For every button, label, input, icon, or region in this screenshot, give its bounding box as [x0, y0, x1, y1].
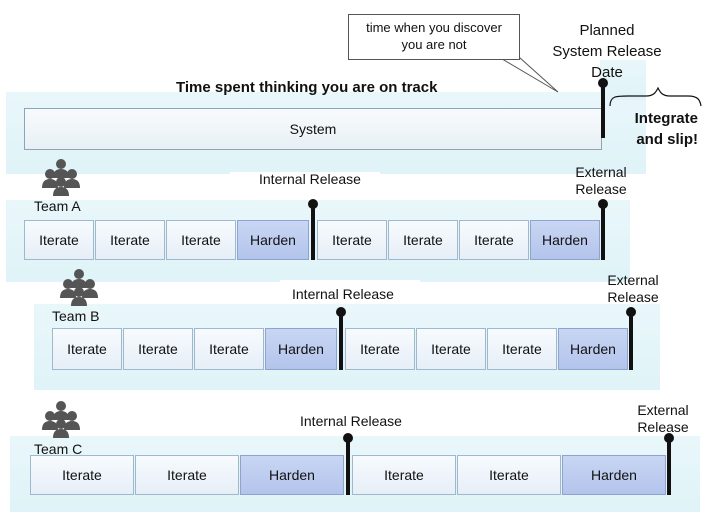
team-a-internal-release: Internal Release: [259, 171, 361, 187]
callout-box: time when you discover you are not: [348, 14, 520, 60]
team-a-cell-2: Iterate: [95, 220, 165, 260]
team-a-cell-3: Iterate: [166, 220, 236, 260]
planned-release-line-2: System Release: [552, 43, 662, 60]
team-a-cell-1: Iterate: [24, 220, 94, 260]
milestone-pin-icon: [598, 78, 608, 88]
integrate-line-2: and slip!: [636, 131, 698, 148]
backdrop-right-notch: [600, 60, 646, 100]
team-b-external-line-2: Release: [607, 289, 659, 305]
milestone-pin-icon: [598, 199, 608, 209]
callout-line-1: time when you discover: [366, 20, 502, 35]
team-c-cell-6: Harden: [562, 455, 666, 495]
team-b-label-area: [280, 280, 420, 304]
team-b-internal-pin-line: [339, 313, 343, 370]
team-c-cell-4: Iterate: [352, 455, 456, 495]
team-c-cell-3: Harden: [240, 455, 344, 495]
team-a-label-area: [230, 172, 380, 196]
team-a-external-pin-line: [601, 205, 605, 260]
team-people-icon: [42, 159, 80, 196]
team-b-cell-6: Iterate: [416, 328, 486, 370]
team-a-external-release: External Release: [566, 164, 636, 198]
team-b-cell-8: Harden: [558, 328, 628, 370]
team-b-internal-release: Internal Release: [292, 286, 394, 302]
team-c-internal-release: Internal Release: [300, 413, 402, 429]
team-b-name: Team B: [52, 308, 100, 324]
team-b-cell-5: Iterate: [345, 328, 415, 370]
integrate-label: Integrate and slip!: [612, 108, 698, 150]
milestone-pin-icon: [664, 433, 674, 443]
system-label: System: [289, 121, 337, 137]
team-a-cell-7: Iterate: [459, 220, 529, 260]
team-a-cell-8: Harden: [530, 220, 600, 260]
team-b-cell-2: Iterate: [123, 328, 193, 370]
team-b-cell-3: Iterate: [194, 328, 264, 370]
milestone-pin-icon: [336, 307, 346, 317]
planned-release-label: Planned System Release Date: [522, 20, 692, 83]
team-c-cell-2: Iterate: [135, 455, 239, 495]
team-c-name: Team C: [34, 441, 83, 457]
team-c-external-line-1: External: [637, 402, 689, 418]
planned-release-line-3: Date: [591, 64, 623, 81]
team-a-name: Team A: [34, 198, 81, 214]
callout-line-2: you are not: [401, 37, 467, 52]
milestone-pin-icon: [308, 199, 318, 209]
team-a-cell-6: Iterate: [388, 220, 458, 260]
team-c-external-pin-line: [667, 439, 671, 495]
planned-release-line-1: Planned: [579, 22, 635, 39]
team-people-icon: [60, 269, 98, 306]
team-a-internal-pin-line: [311, 205, 315, 260]
system-bar: System: [24, 108, 602, 150]
team-b-external-release: External Release: [596, 272, 670, 306]
planned-release-pin-line: [601, 84, 605, 138]
team-c-external-release: External Release: [628, 402, 698, 436]
integrate-brace-icon: [609, 86, 702, 107]
milestone-pin-icon: [626, 307, 636, 317]
team-b-external-line-1: External: [607, 272, 659, 288]
team-a-cell-5: Iterate: [317, 220, 387, 260]
team-b-cell-1: Iterate: [52, 328, 122, 370]
team-c-cell-1: Iterate: [30, 455, 134, 495]
team-b-external-pin-line: [629, 313, 633, 370]
team-c-internal-pin-line: [346, 439, 350, 495]
team-c-cell-5: Iterate: [457, 455, 561, 495]
track-heading: Time spent thinking you are on track: [176, 79, 438, 96]
integrate-line-1: Integrate: [634, 110, 698, 127]
milestone-pin-icon: [343, 433, 353, 443]
team-a-cell-4: Harden: [237, 220, 309, 260]
team-c-external-line-2: Release: [637, 419, 689, 435]
team-b-cell-7: Iterate: [487, 328, 557, 370]
team-a-external-line-1: External: [575, 164, 627, 180]
team-a-external-line-2: Release: [575, 181, 627, 197]
team-b-cell-4: Harden: [265, 328, 337, 370]
team-people-icon: [42, 401, 80, 438]
